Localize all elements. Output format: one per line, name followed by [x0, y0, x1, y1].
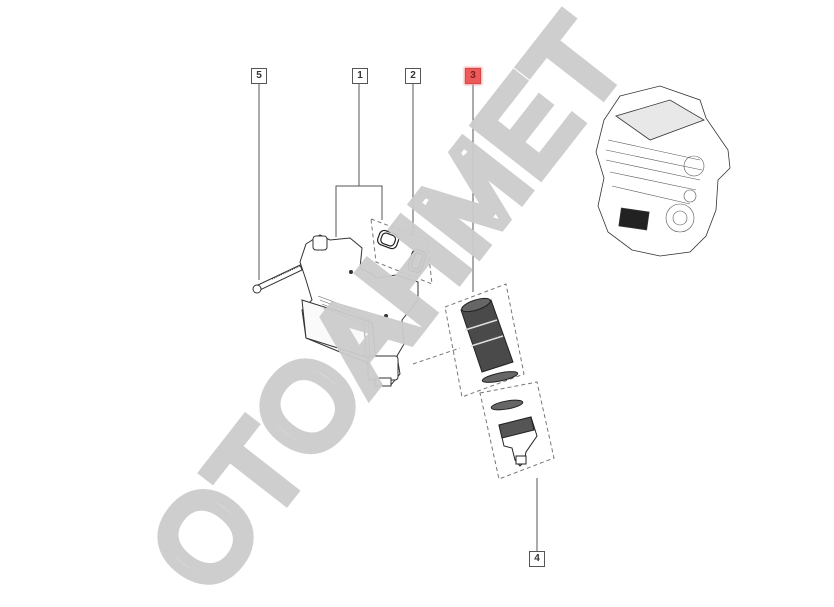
callout-4[interactable]: 4 [529, 551, 545, 567]
bolt-part [252, 264, 303, 294]
filter-element-part [460, 297, 519, 383]
callout-2[interactable]: 2 [405, 68, 421, 84]
callout-1[interactable]: 1 [352, 68, 368, 84]
callout-5[interactable]: 5 [251, 68, 267, 84]
leader-lines [258, 84, 538, 551]
filter-cap-part [490, 399, 538, 467]
callout-3-selected[interactable]: 3 [465, 68, 481, 84]
engine-thumbnail [595, 85, 731, 257]
group-boxes [370, 218, 555, 480]
gaskets-part [377, 229, 427, 273]
oil-filter-housing-part [299, 234, 419, 387]
watermark: OTOAHMET [120, 0, 655, 607]
svg-text:OTOAHMET: OTOAHMET [126, 0, 650, 602]
